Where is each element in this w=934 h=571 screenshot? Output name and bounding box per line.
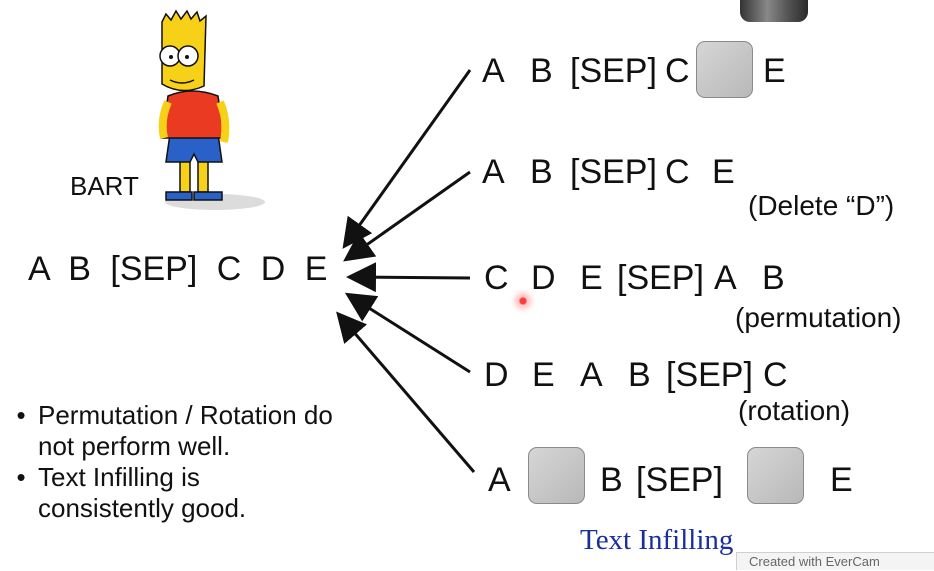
arrow-4: [344, 292, 471, 374]
bart-label: BART: [70, 171, 139, 201]
row4-token-5: [SEP]: [666, 356, 753, 394]
row4-token-1: D: [484, 356, 509, 394]
row3-note: (permutation): [735, 302, 902, 333]
laser-pointer-dot: [518, 296, 528, 306]
row1-token-2: B: [530, 52, 553, 90]
row2-token-2: B: [530, 153, 553, 191]
row1-token-1: A: [482, 52, 505, 90]
arrow-5: [336, 311, 476, 473]
row4-token-4: B: [628, 356, 651, 394]
row2-token-4: C: [665, 153, 690, 191]
conclusion-bullets: • Permutation / Rotation do not perform …: [4, 400, 358, 524]
row1-token-3: [SEP]: [570, 52, 657, 90]
text-infilling-title: Text Infilling: [580, 524, 734, 556]
row5-mask-box-1: [528, 447, 585, 504]
bart-character-illustration: [158, 9, 265, 210]
evercam-watermark: Created with EverCam: [736, 552, 934, 570]
camera-device-graphic: [740, 0, 808, 22]
row3-token-1: C: [484, 259, 509, 297]
original-sequence: A B [SEP] C D E: [28, 250, 328, 288]
row2-token-3: [SEP]: [570, 153, 657, 191]
bullet-text-1: Permutation / Rotation do not perform we…: [38, 400, 333, 461]
row4-note: (rotation): [738, 395, 851, 426]
row5-token-1: A: [488, 461, 511, 499]
row5-token-6: E: [830, 461, 853, 499]
bullet-item: • Permutation / Rotation do not perform …: [4, 400, 358, 462]
row5-mask-box-2: [747, 447, 804, 504]
row3-token-3: E: [580, 259, 603, 297]
row2-token-1: A: [482, 153, 505, 191]
row1-token-4: C: [665, 52, 690, 90]
row3-token-2: D: [531, 259, 556, 297]
row3-token-6: B: [762, 259, 785, 297]
bullet-dot-icon: •: [16, 400, 26, 430]
row4-token-6: C: [763, 356, 788, 394]
row3-token-4: [SEP]: [617, 259, 704, 297]
row3-token-5: A: [714, 259, 737, 297]
row5-token-4: [SEP]: [636, 461, 723, 499]
bullet-item: • Text Infilling is consistently good.: [4, 462, 358, 524]
row2-note: (Delete “D”): [748, 190, 895, 221]
arrow-2: [343, 170, 471, 262]
row1-token-6: E: [763, 52, 786, 90]
bullet-text-2: Text Infilling is consistently good.: [38, 462, 247, 523]
row4-token-2: E: [532, 356, 555, 394]
row2-token-5: E: [712, 153, 735, 191]
arrow-3: [346, 262, 471, 293]
bullet-dot-icon: •: [16, 462, 26, 492]
arrow-1: [342, 69, 472, 249]
row4-token-3: A: [580, 356, 603, 394]
row1-mask-box: [696, 41, 753, 98]
row5-token-3: B: [600, 461, 623, 499]
